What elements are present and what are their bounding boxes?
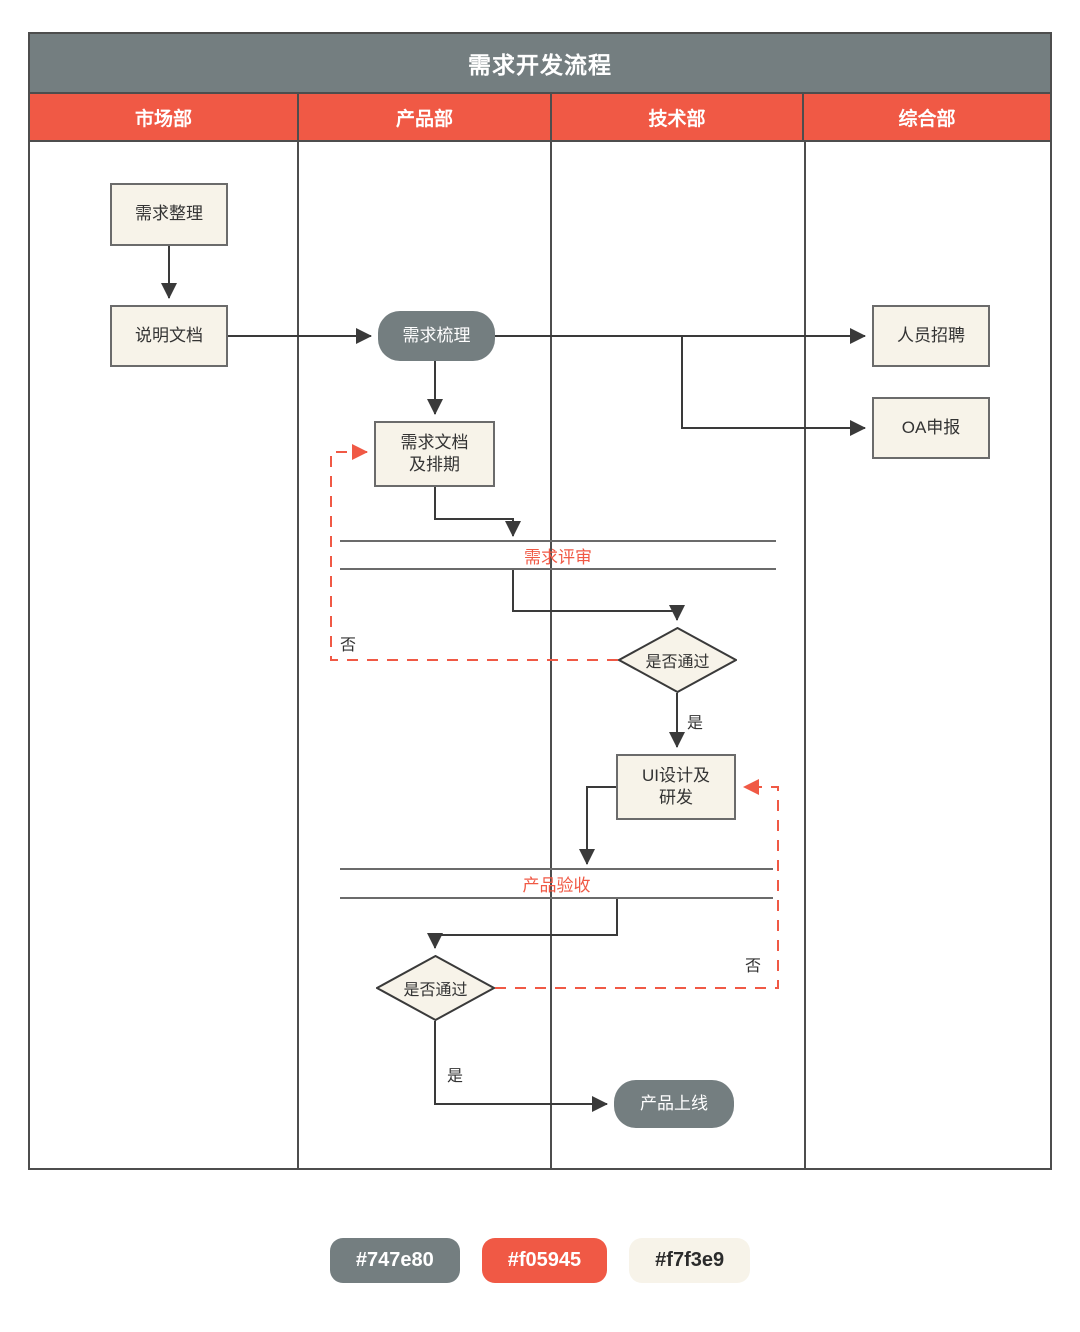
node-oa-application[interactable]: OA申报 [872,397,990,459]
node-ui-design-development-line2: 研发 [659,788,693,807]
lane-separator-3 [804,142,806,1170]
lane-header-general: 综合部 [804,94,1050,140]
node-requirement-doc-schedule-line2: 及排期 [409,455,460,474]
diamond-shape-icon [376,955,495,1021]
node-requirement-sorting[interactable]: 需求梳理 [378,311,495,361]
edge-label-no-2: 否 [745,958,762,975]
node-requirement-doc-schedule[interactable]: 需求文档 及排期 [374,421,495,487]
legend-chip-gray: #747e80 [329,1238,460,1283]
lane-header-row: 市场部 产品部 技术部 综合部 [28,94,1052,142]
band-product-acceptance-label: 产品验收 [522,876,591,895]
lane-header-tech: 技术部 [552,94,804,140]
decision-2-label: 是否通过 [403,982,468,999]
diamond-shape-icon [618,627,737,693]
band-requirement-review-label: 需求评审 [524,547,592,567]
lane-separator-2 [550,142,552,1170]
band-line-bottom [340,897,773,899]
lane-separator-1 [297,142,299,1170]
edge-label-yes-2: 是 [447,1068,464,1085]
decision-acceptance-pass[interactable]: 是否通过 [376,955,495,1021]
node-requirement-collection[interactable]: 需求整理 [110,183,228,246]
legend-chip-cream: #f7f3e9 [629,1238,751,1283]
node-requirement-doc-schedule-line1: 需求文档 [400,432,469,452]
node-specification-document[interactable]: 说明文档 [110,305,228,367]
chart-title-bar: 需求开发流程 [28,32,1052,94]
band-line-top [340,540,776,542]
node-product-launch[interactable]: 产品上线 [614,1080,734,1128]
node-ui-design-development-line1: UI设计及 [642,765,710,785]
band-line-bottom [340,568,776,570]
lane-header-product: 产品部 [299,94,552,140]
band-line-top [340,868,773,870]
edge-label-yes-1: 是 [687,715,704,732]
legend-chip-red: #f05945 [481,1238,608,1283]
band-requirement-review: 需求评审 [340,540,776,570]
decision-requirement-review-pass[interactable]: 是否通过 [618,627,737,693]
band-product-acceptance: 产品验收 [340,868,773,899]
node-personnel-recruitment[interactable]: 人员招聘 [872,305,990,367]
color-legend: #747e80 #f05945 #f7f3e9 [0,1238,1080,1283]
edge-label-no-1: 否 [340,637,357,654]
lane-header-market: 市场部 [30,94,299,140]
node-ui-design-development[interactable]: UI设计及 研发 [616,754,736,820]
decision-1-label: 是否通过 [645,654,710,671]
page-title: 需求开发流程 [468,52,612,78]
